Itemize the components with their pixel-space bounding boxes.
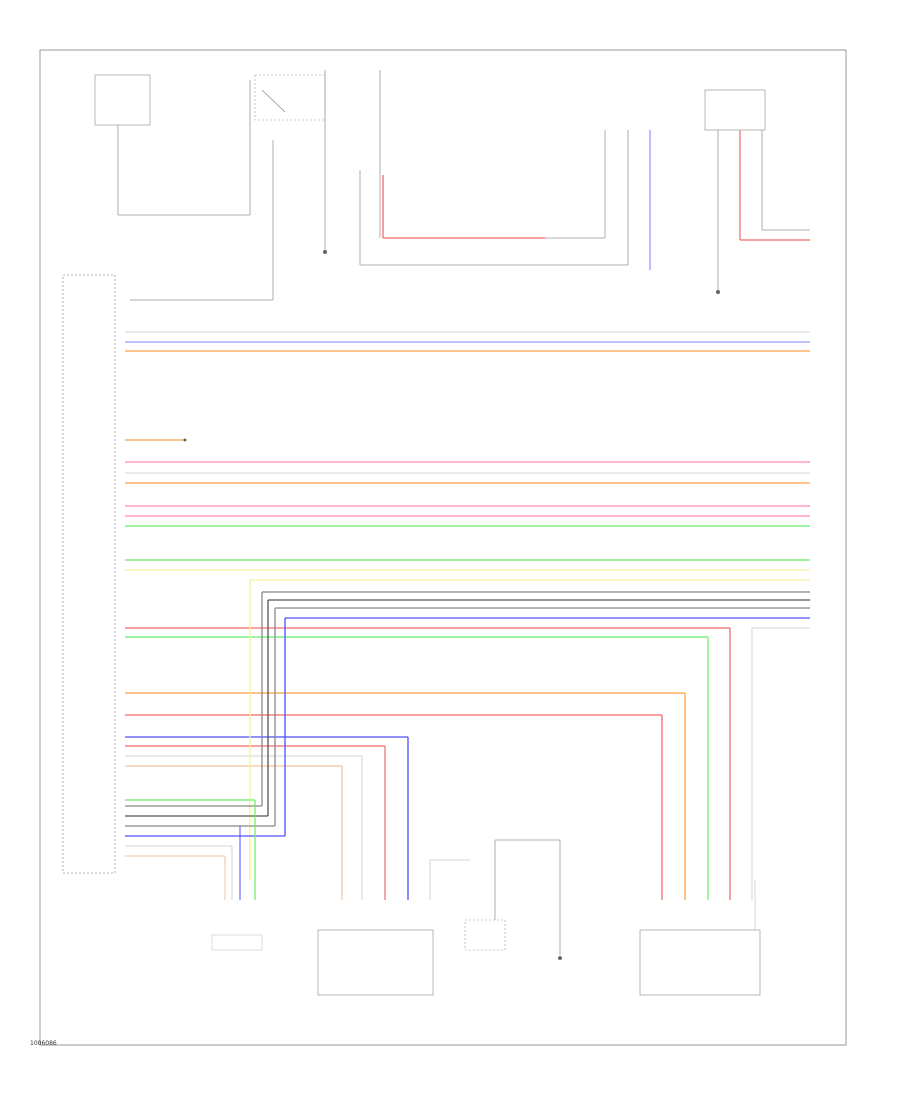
bottom-left-connector — [211, 934, 263, 951]
bottom-center-switch-box — [464, 919, 506, 951]
bottom-left-front-sensor-box — [317, 929, 434, 996]
bottom-right-front-sensor-box — [639, 929, 761, 996]
diagram-code: 1006086 — [30, 1040, 57, 1047]
top-left-relay-box — [94, 74, 151, 126]
main-ecu-box — [62, 274, 116, 874]
top-right-connector-box — [704, 89, 766, 131]
diagram-frame — [39, 49, 847, 1046]
top-switch-box — [254, 74, 326, 121]
